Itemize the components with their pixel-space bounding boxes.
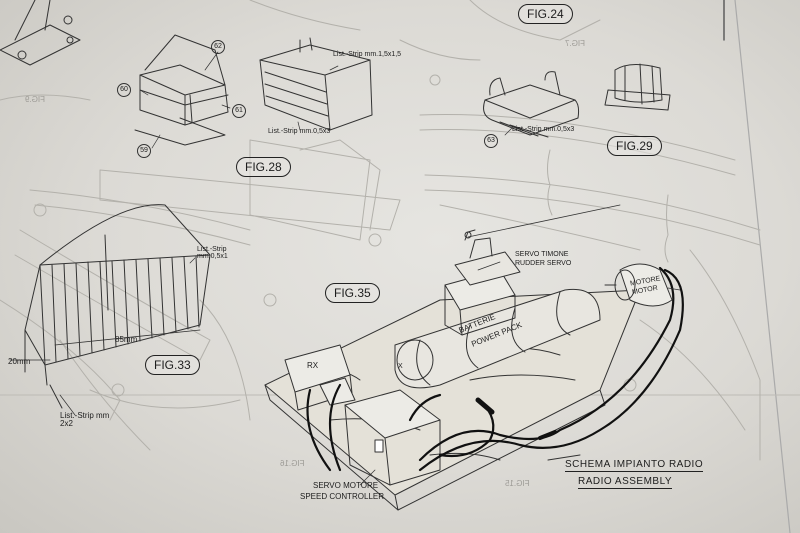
fig-33-label: FIG.33 (145, 355, 200, 375)
strip-label-15x15: List.-Strip mm.1,5x1,5 (333, 51, 402, 58)
part-62: 62 (211, 40, 225, 54)
servo-timone-label: SERVO TIMONE (515, 251, 569, 258)
paper-fold (734, 0, 791, 533)
part-63: 63 (484, 134, 498, 148)
battery-pack (394, 288, 601, 389)
speed-controller-label: SPEED CONTROLLER (300, 492, 385, 501)
rudder-servo (444, 204, 621, 336)
tray-assembly (483, 71, 580, 138)
part-59: 59 (137, 144, 151, 158)
dimension-width: 20mm (8, 357, 31, 366)
ghost-hull-outlines (0, 0, 761, 461)
fig-9-ghost-label: FIG.9 (25, 95, 46, 104)
strip-label-05x1: List.-Strip mm.0,5x1 (197, 246, 228, 260)
fig-15-ghost-label: FIG.15 (505, 479, 530, 488)
rudder-servo-label: RUDDER SERVO (515, 260, 572, 267)
part-60: 60 (117, 83, 131, 97)
strip-label-fig29: List.-Strip mm.0,5x3 (512, 126, 575, 133)
fig-16-ghost-label: FIG.16 (280, 459, 305, 468)
motor (604, 263, 673, 307)
gangway-ladder (9, 204, 211, 409)
fig-29-label: FIG.29 (607, 136, 662, 156)
fig-24-label: FIG.24 (518, 4, 573, 24)
top-left-fitting (0, 0, 81, 66)
dimension-length: 85mm (115, 335, 138, 344)
strip-label-2x2: List.-Strip mm 2x2 (60, 411, 110, 428)
wire-connector (538, 430, 557, 440)
crate-assembly (259, 37, 373, 131)
fig-35-label: FIG.35 (325, 283, 380, 303)
strip-label-05x3: List.-Strip mm.0,5x3 (268, 128, 331, 135)
box-assembly (134, 34, 229, 146)
leader-lines (59, 51, 681, 486)
heading-arrow (547, 454, 581, 461)
fig-28-label: FIG.28 (236, 157, 291, 177)
servo-motore-label: SERVO MOTORE (313, 481, 379, 490)
part-61: 61 (232, 104, 246, 118)
schema-heading-it: SCHEMA IMPIANTO RADIO (565, 459, 704, 472)
x-label: X (398, 363, 403, 370)
rx-receiver (284, 344, 353, 411)
schema-heading-en: RADIO ASSEMBLY (578, 476, 673, 489)
barrel-piece (604, 63, 671, 111)
fig-7-ghost-label: FIG.7 (565, 39, 586, 48)
battery-plug (475, 397, 495, 415)
rx-label: RX (307, 361, 319, 370)
